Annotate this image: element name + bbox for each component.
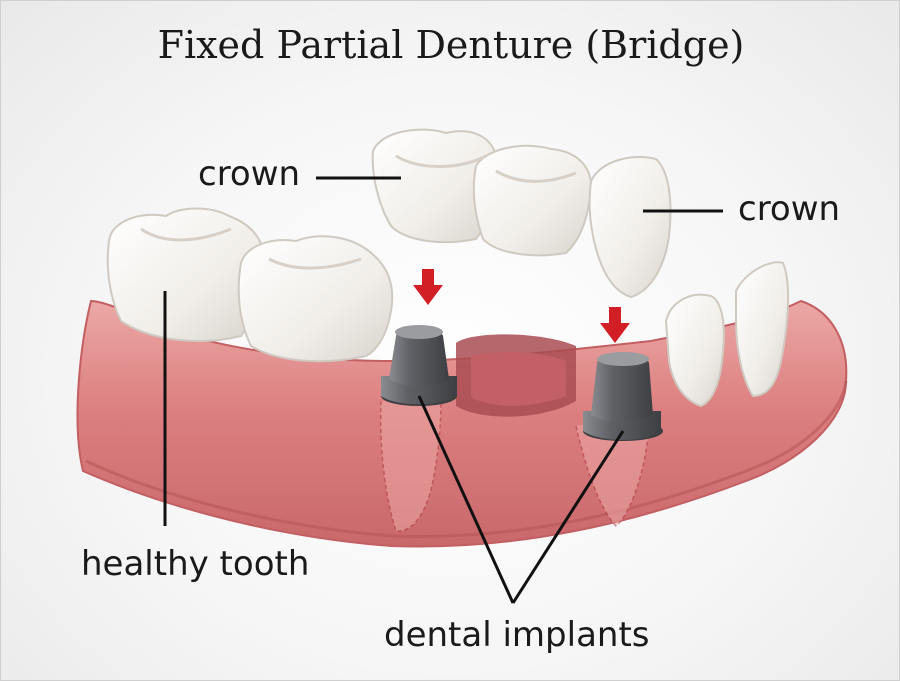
implant-abutment-left: [381, 325, 457, 406]
bridge-crowns: [371, 128, 672, 299]
label-healthy-tooth: healthy tooth: [81, 544, 310, 584]
label-crown-right: crown: [738, 189, 841, 229]
label-dental-implants: dental implants: [384, 615, 650, 655]
leader-implant-left: [417, 395, 515, 604]
leader-implant-right: [511, 430, 625, 604]
diagram-title: Fixed Partial Denture (Bridge): [157, 23, 745, 67]
healthy-tooth-molar-1: [106, 207, 266, 342]
label-crown-left: crown: [198, 154, 301, 194]
gum-tissue: [76, 299, 848, 548]
arrow-left: [413, 269, 443, 305]
healthy-tooth-incisor: [664, 261, 790, 408]
healthy-tooth-molar-2: [237, 235, 394, 363]
implant-abutment-right: [583, 352, 663, 441]
arrow-right: [600, 307, 630, 343]
